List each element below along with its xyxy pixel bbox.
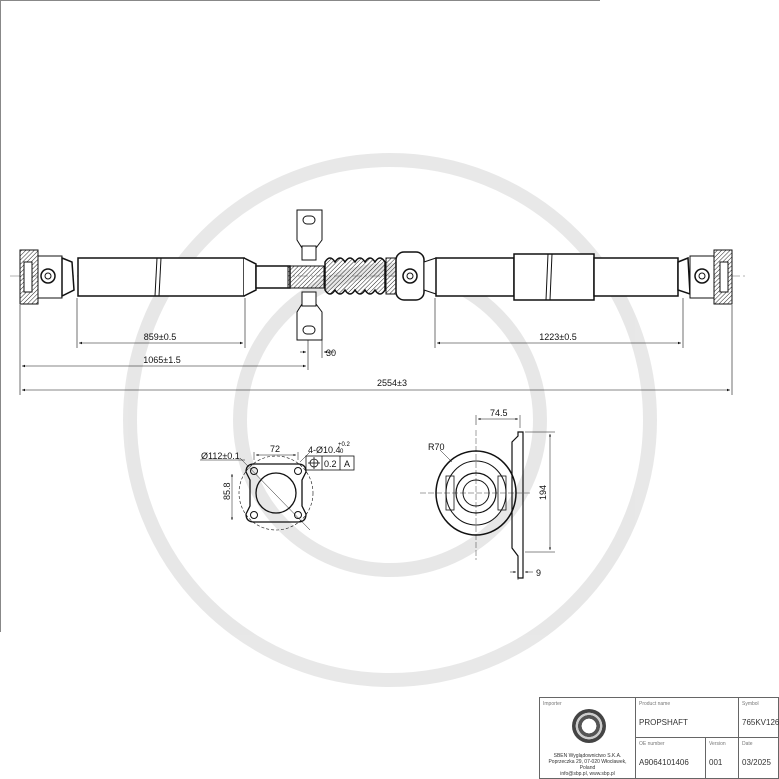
oe-label: OE number xyxy=(639,741,665,747)
dim-1065: 1065±1.5 xyxy=(143,355,180,365)
symbol-value: 765KV126 xyxy=(742,718,779,727)
center-bearing-view xyxy=(420,415,555,580)
title-block: Importer SBEN Wyglądownictwo S.K.A. Popr… xyxy=(539,697,779,779)
middle-joint xyxy=(385,251,437,301)
dim-bearing-height: 194 xyxy=(538,485,548,500)
tolerance-datum: A xyxy=(344,459,350,469)
date-value: 03/2025 xyxy=(742,758,771,767)
importer-logo xyxy=(572,709,606,743)
front-tube xyxy=(77,257,325,297)
symbol-cell: Symbol 765KV126 xyxy=(739,698,779,738)
dim-30: 30 xyxy=(326,348,336,358)
dim-holes-tol-lower: 0 xyxy=(340,449,344,455)
date-cell: Date 03/2025 xyxy=(739,738,778,778)
center-bearing-bracket xyxy=(296,209,323,341)
right-flange-yoke xyxy=(677,249,733,305)
flange-view xyxy=(200,451,355,531)
left-flange-yoke xyxy=(19,249,75,305)
dim-holes: 4-Ø10.4 xyxy=(308,445,341,455)
version-value: 001 xyxy=(709,758,723,767)
dim-859: 859±0.5 xyxy=(144,332,176,342)
dimension-lines xyxy=(19,298,733,395)
oe-cell: OE number A9064101406 xyxy=(636,738,706,778)
product-cell: Product name PROPSHAFT xyxy=(636,698,739,738)
version-cell: Version 001 xyxy=(706,738,739,778)
dim-flange-72: 72 xyxy=(270,444,280,454)
tolerance-value: 0.2 xyxy=(324,459,337,469)
dim-bearing-radius: R70 xyxy=(428,442,445,452)
product-value: PROPSHAFT xyxy=(639,718,688,727)
oe-value: A9064101406 xyxy=(639,758,689,767)
dim-bearing-width: 74.5 xyxy=(490,408,508,418)
dim-bearing-plate: 9 xyxy=(536,568,541,578)
watermark-logo xyxy=(123,153,657,687)
importer-address: SBEN Wyglądownictwo S.K.A. Poprzeczka 29… xyxy=(548,753,627,777)
rubber-boot xyxy=(324,257,386,295)
version-label: Version xyxy=(709,741,726,747)
dim-holes-tol-upper: +0.2 xyxy=(338,442,351,448)
importer-label: Importer xyxy=(543,701,562,707)
symbol-label: Symbol xyxy=(742,701,759,707)
date-label: Date xyxy=(742,741,753,747)
dim-1223: 1223±0.5 xyxy=(539,332,576,342)
dim-flange-diameter: Ø112±0.1 xyxy=(201,451,240,461)
product-label: Product name xyxy=(639,701,671,707)
dim-flange-height: 85.8 xyxy=(222,482,232,500)
rear-tube xyxy=(435,253,679,301)
importer-cell: Importer SBEN Wyglądownictwo S.K.A. Popr… xyxy=(540,698,636,778)
dim-2554: 2554±3 xyxy=(377,378,407,388)
